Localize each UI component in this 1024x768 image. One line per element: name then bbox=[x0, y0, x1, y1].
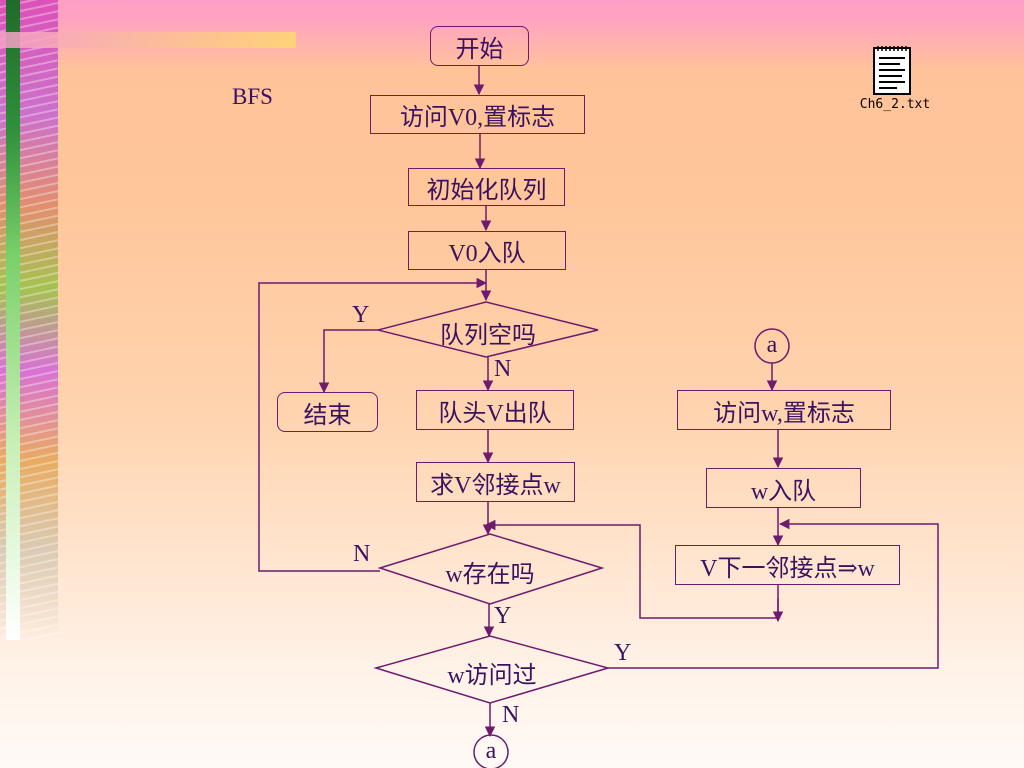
diamond-w-visited bbox=[373, 635, 611, 704]
edge-exists-no-loop bbox=[258, 277, 488, 572]
edge-visited-yes-loop bbox=[608, 518, 939, 669]
node-init-queue: 初始化队列 bbox=[408, 168, 565, 206]
node-v0-enqueue: V0入队 bbox=[408, 231, 566, 270]
node-w-enqueue: w入队 bbox=[706, 468, 861, 508]
node-visit-w: 访问w,置标志 bbox=[677, 390, 891, 430]
diamond-w-exists-label: w存在吗 bbox=[445, 562, 535, 588]
node-start: 开始 bbox=[430, 26, 529, 66]
connector-a-bottom-circle bbox=[473, 734, 509, 768]
diamond-queue-empty-label: 队列空吗 bbox=[440, 323, 536, 349]
decorative-top-band bbox=[0, 32, 296, 48]
slide-title: BFS bbox=[232, 84, 273, 109]
decorative-green-bar bbox=[6, 0, 20, 640]
diamond-w-visited-label: w访问过 bbox=[447, 663, 537, 689]
node-next-adjacent: V下一邻接点⇒w bbox=[675, 545, 900, 585]
label-queue-empty-no: N bbox=[494, 356, 512, 382]
connector-a-right: a bbox=[766, 332, 778, 358]
node-dequeue-v: 队头V出队 bbox=[416, 390, 574, 430]
label-queue-empty-yes: Y bbox=[352, 302, 370, 328]
diamond-queue-empty bbox=[377, 301, 599, 358]
label-w-visited-no: N bbox=[502, 702, 520, 728]
node-visit-v0: 访问V0,置标志 bbox=[370, 95, 585, 134]
text-file-icon[interactable] bbox=[872, 44, 912, 96]
edge-empty-yes-end bbox=[318, 329, 378, 394]
diamond-w-exists bbox=[377, 533, 605, 605]
label-w-exists-no: N bbox=[353, 541, 371, 567]
label-w-visited-yes: Y bbox=[614, 640, 632, 666]
node-end: 结束 bbox=[277, 392, 378, 432]
attachment-caption[interactable]: Ch6_2.txt bbox=[859, 97, 931, 112]
label-w-exists-yes: Y bbox=[494, 603, 512, 629]
connector-a-bottom: a bbox=[485, 738, 497, 764]
connector-a-right-circle bbox=[754, 328, 790, 364]
node-find-adjacent: 求V邻接点w bbox=[416, 462, 575, 502]
